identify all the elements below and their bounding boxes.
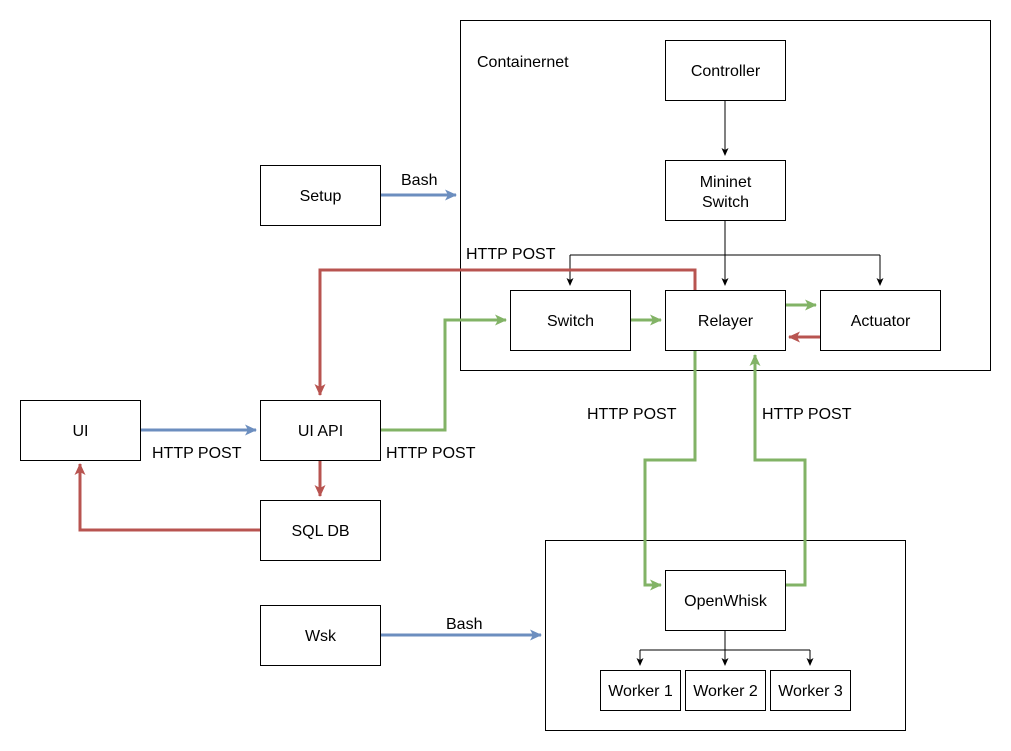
relayer-post-label: HTTP POST bbox=[466, 246, 556, 263]
mininet-switch-label-line2: Switch bbox=[702, 194, 749, 211]
sql-db-label: SQL DB bbox=[291, 523, 349, 540]
openwhisk-node: OpenWhisk bbox=[665, 570, 786, 631]
worker3-label: Worker 3 bbox=[778, 683, 843, 700]
ui-node: UI bbox=[20, 400, 141, 461]
ui-label: UI bbox=[73, 423, 89, 440]
worker1-node: Worker 1 bbox=[600, 670, 681, 711]
sql-db-node: SQL DB bbox=[260, 500, 381, 561]
containernet-label: Containernet bbox=[477, 54, 569, 71]
worker3-node: Worker 3 bbox=[770, 670, 851, 711]
openwhisk-to-relayer-post-label: HTTP POST bbox=[762, 406, 852, 423]
mininet-switch-node: Mininet Switch bbox=[665, 160, 786, 221]
mininet-switch-label-line1: Mininet bbox=[700, 174, 752, 191]
controller-node: Controller bbox=[665, 40, 786, 101]
actuator-node: Actuator bbox=[820, 290, 941, 351]
worker2-node: Worker 2 bbox=[685, 670, 766, 711]
wsk-label: Wsk bbox=[305, 628, 337, 645]
relayer-to-uiapi-arrow bbox=[314, 268, 697, 396]
switch-label: Switch bbox=[547, 313, 594, 330]
relayer-to-openwhisk-arrow bbox=[643, 350, 697, 591]
wsk-node: Wsk bbox=[260, 605, 381, 666]
uiapi-to-switch-arrow bbox=[380, 314, 507, 432]
sqldb-to-ui-arrow bbox=[74, 463, 260, 532]
worker1-label: Worker 1 bbox=[608, 683, 673, 700]
actuator-label: Actuator bbox=[851, 313, 911, 330]
wsk-bash-label: Bash bbox=[446, 616, 482, 633]
api-to-switch-post-label: HTTP POST bbox=[386, 445, 476, 462]
ui-to-api-post-label: HTTP POST bbox=[152, 445, 242, 462]
setup-label: Setup bbox=[300, 188, 342, 205]
relayer-to-openwhisk-post-label: HTTP POST bbox=[587, 406, 677, 423]
openwhisk-label: OpenWhisk bbox=[684, 593, 768, 610]
setup-node: Setup bbox=[260, 165, 381, 226]
worker2-label: Worker 2 bbox=[693, 683, 758, 700]
openwhisk-to-relayer-arrow bbox=[749, 354, 807, 587]
ui-api-node: UI API bbox=[260, 400, 381, 461]
setup-bash-label: Bash bbox=[401, 172, 437, 189]
relayer-node: Relayer bbox=[665, 290, 786, 351]
switch-node: Switch bbox=[510, 290, 631, 351]
ui-api-label: UI API bbox=[298, 423, 343, 440]
controller-label: Controller bbox=[691, 63, 761, 80]
relayer-label: Relayer bbox=[698, 313, 754, 330]
